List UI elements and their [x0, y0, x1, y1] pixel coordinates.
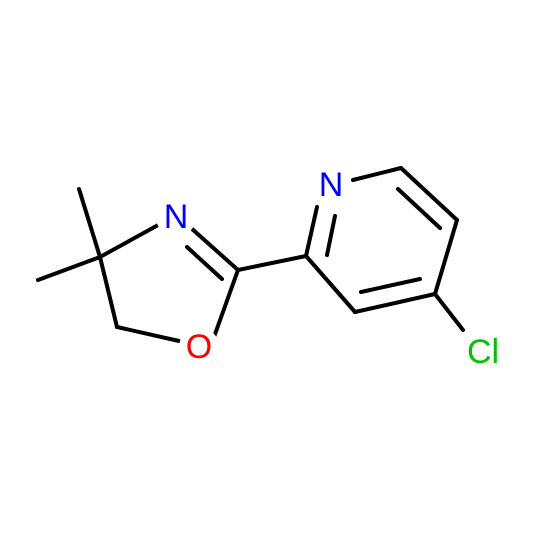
bond-pyr-c3-to-c2: [304, 254, 357, 314]
bond-c2-to-pyridine: [236, 254, 308, 272]
oxazoline-oxygen-label: O: [186, 328, 212, 366]
oxazoline-nitrogen-label: N: [164, 198, 189, 236]
bond-pyr-c4-to-c3-inner: [359, 277, 422, 294]
bond-n-to-c2-inner: [185, 245, 224, 281]
bond-group: [36, 166, 465, 343]
bond-pyr-c5-to-c4: [433, 218, 459, 296]
bond-quaternary-c-to-ch2: [98, 255, 119, 329]
atom-labels: N N O Cl: [156, 165, 506, 372]
bond-o-to-c2: [212, 268, 240, 339]
bond-ch2-to-o: [115, 325, 181, 343]
bond-pyr-c4-to-c3-outer: [353, 292, 437, 314]
bond-pyr-c2-to-n-inner: [325, 214, 337, 257]
pyridine-nitrogen: N: [311, 165, 351, 205]
bond-n-to-c2-outer: [189, 226, 240, 272]
pyridine-nitrogen-label: N: [319, 166, 344, 204]
bond-pyr-n-to-c6: [351, 166, 403, 182]
chlorine-label: Cl: [467, 333, 499, 371]
bond-pyr-c6-to-c5-outer: [399, 166, 459, 222]
bond-quaternary-c-to-n: [98, 222, 162, 259]
bond-methyl-lower: [36, 255, 102, 282]
bond-methyl-upper: [77, 187, 102, 259]
oxazoline-nitrogen: N: [156, 197, 196, 237]
oxazoline-oxygen: O: [179, 327, 219, 367]
bond-pyr-c2-to-n-outer: [304, 205, 319, 258]
bond-pyr-c6-to-c5-inner: [396, 187, 442, 230]
chlorine-atom: Cl: [460, 332, 506, 372]
bond-c4-to-cl: [433, 292, 465, 332]
